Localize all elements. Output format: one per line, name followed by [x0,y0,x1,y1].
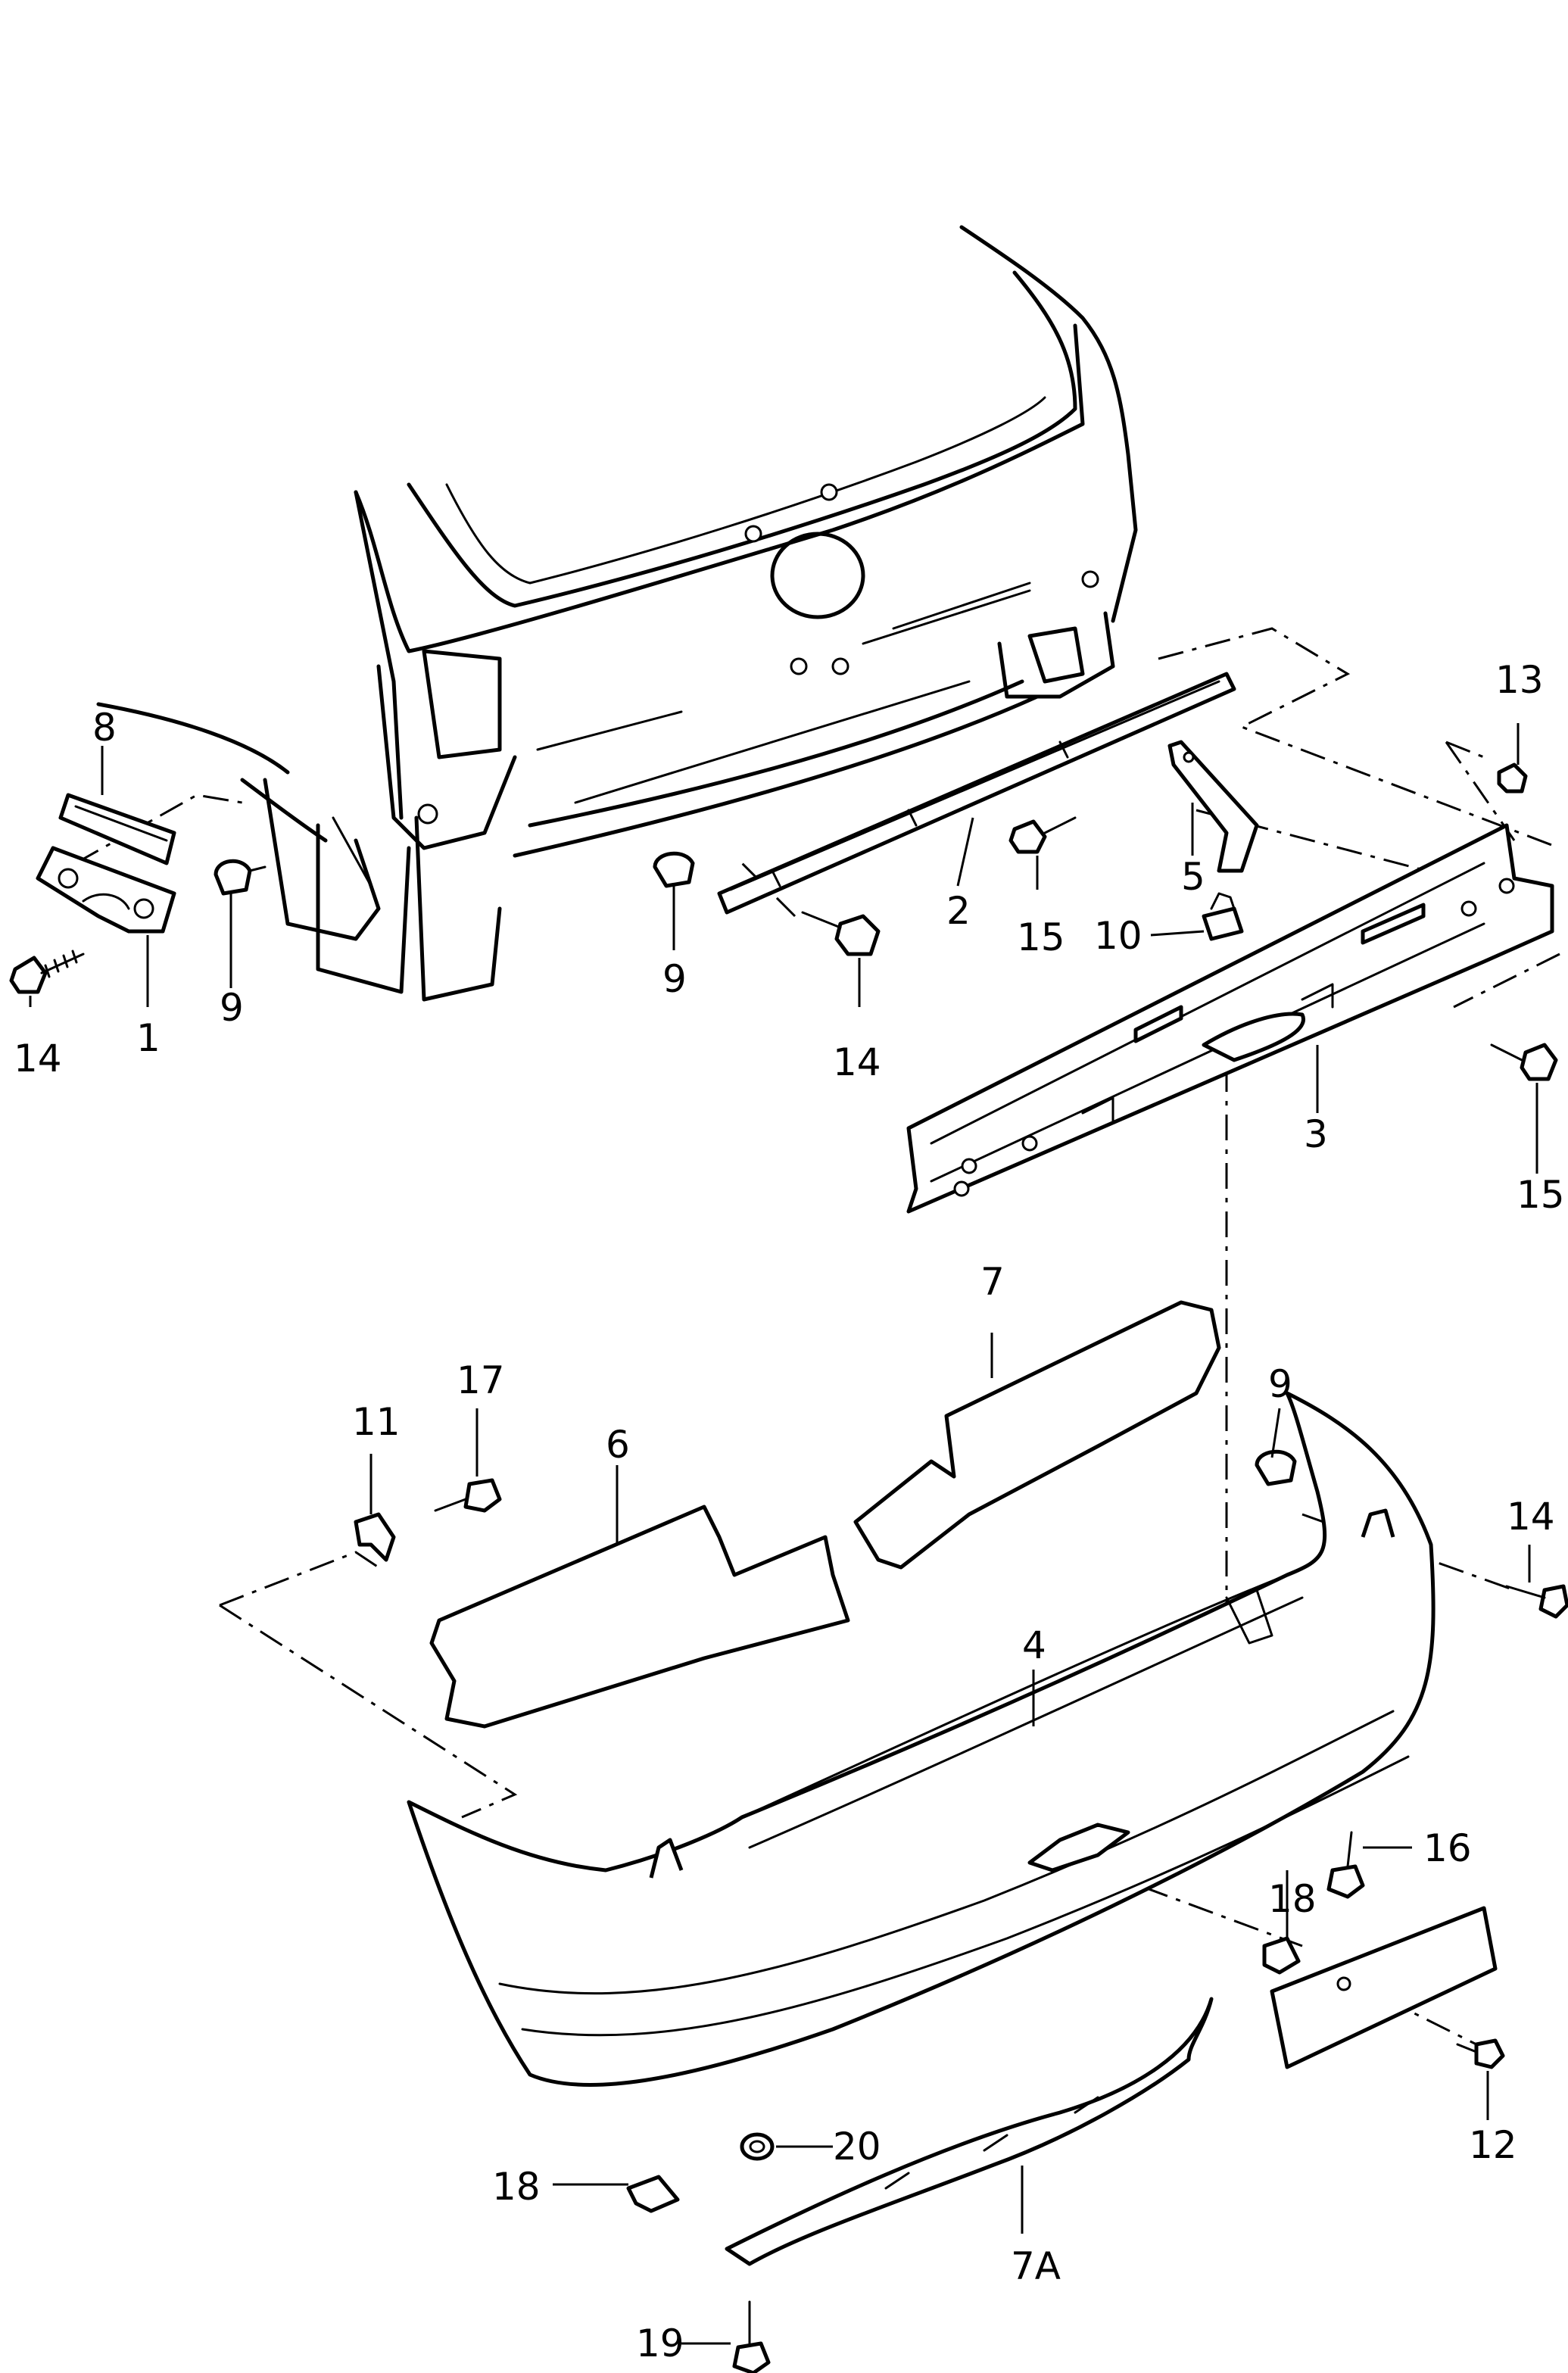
callout-18-left: 18 [492,2165,541,2209]
nut-18-right [1262,1936,1301,1975]
part-6-energy-absorber-left [429,1505,850,1729]
callout-16: 16 [1423,1826,1472,1870]
clip-11 [354,1512,396,1562]
callout-11: 11 [352,1400,401,1444]
screw-14-middle [801,911,881,956]
callout-5: 5 [1181,855,1205,899]
callout-9-right: 9 [1268,1362,1292,1406]
callout-10: 10 [1094,914,1142,958]
callout-9-middle: 9 [662,957,687,1001]
screw-16 [1326,1831,1365,1899]
part-4-bumper-cover [407,1391,1436,2087]
callout-14-right: 14 [1507,1495,1555,1539]
callout-20: 20 [833,2125,881,2169]
callout-labels: 8 1 14 9 9 14 2 15 5 10 13 3 15 7 17 11 … [14,658,1565,2365]
callout-6: 6 [606,1423,630,1467]
callout-4: 4 [1022,1623,1046,1667]
nut-18-left [626,2175,680,2213]
callout-8: 8 [92,706,117,750]
callout-15-upper: 15 [1017,915,1065,959]
callout-14-middle: 14 [833,1040,881,1084]
callout-15-right: 15 [1517,1173,1565,1217]
callout-7: 7 [980,1260,1005,1304]
fasteners [9,762,1568,2373]
part-5-mounting-bracket [1167,740,1259,873]
nut-13 [1497,762,1528,794]
callout-2: 2 [946,889,971,933]
screw-19 [732,2300,771,2373]
clip-9-middle [653,851,695,888]
callout-14-left: 14 [14,1037,62,1080]
clip-9-left [214,859,267,896]
callout-leaders [29,723,1538,2345]
part-8-adhesive-pad [58,793,176,865]
part-1-bracket [36,846,176,934]
callout-17: 17 [457,1358,505,1402]
callout-18-right: 18 [1268,1877,1317,1921]
screw-14-left [9,950,85,994]
screw-14-right [1505,1584,1568,1619]
callout-3: 3 [1304,1112,1328,1156]
grommet-20 [740,2132,775,2161]
callout-7a: 7A [1011,2244,1061,2288]
callout-12: 12 [1469,2123,1517,2167]
license-plate-bracket [1270,1906,1498,2069]
part-2-guide-profile [717,672,1236,915]
part-7-energy-absorber-right [853,1300,1221,1570]
callout-19: 19 [636,2322,684,2365]
callout-9-left: 9 [220,986,244,1030]
part-7a-lower-trim-strip [725,1997,1214,2266]
clip-9-right [1255,1449,1297,1486]
screw-12 [1456,2038,1505,2069]
part-3-bumper-impact-bar [906,823,1554,1214]
part-10-clip-nut [1202,892,1244,941]
callout-13: 13 [1495,658,1544,702]
callout-1: 1 [136,1016,161,1060]
vehicle-rear-body [96,225,1138,1002]
screw-15-right [1490,1043,1558,1081]
screw-17 [434,1478,502,1513]
screw-15-upper [1008,816,1077,854]
